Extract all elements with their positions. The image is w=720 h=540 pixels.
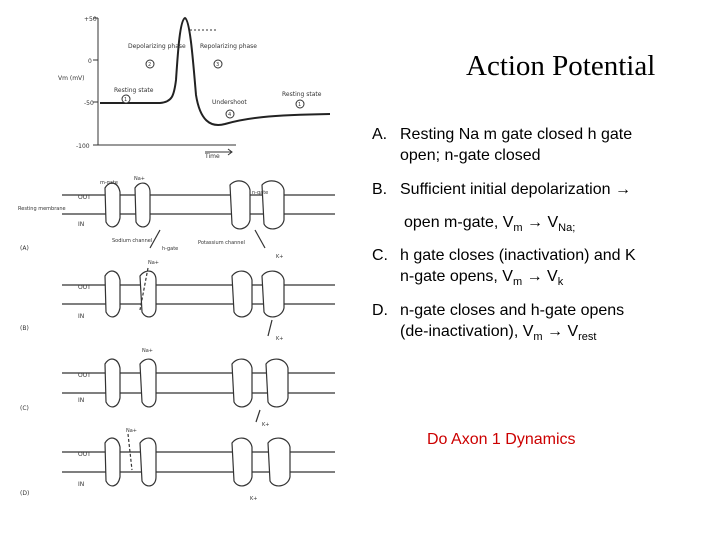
y-tick-label: -100	[76, 143, 90, 150]
subscript: m	[512, 276, 523, 289]
item-label: D.	[372, 302, 388, 319]
out-label: OUT	[78, 194, 91, 201]
y-tick-label: +50	[84, 16, 97, 23]
channel-panel-d	[62, 433, 335, 487]
subscript: m	[533, 331, 543, 344]
in-label: IN	[78, 221, 84, 228]
out-label: OUT	[78, 284, 91, 291]
panel-letter: (B)	[20, 325, 29, 332]
item-line: n-gate opens, V	[400, 268, 513, 285]
graph-labels: +50 0 -50 -100 Vm (mV) Time Resting stat…	[58, 16, 322, 160]
item-line: Sufficient initial depolarization →	[400, 181, 631, 198]
phase-number: 4	[228, 112, 231, 118]
subscript: m	[513, 222, 523, 235]
item-line: open m-gate, V	[404, 214, 514, 231]
phase-number: 2	[148, 62, 151, 68]
h-gate-label: h-gate	[162, 246, 178, 252]
action-potential-curve	[100, 16, 331, 126]
subscript: rest	[578, 331, 597, 344]
item-label: A.	[372, 126, 388, 143]
m-gate-label: m-gate	[100, 180, 118, 186]
k-ion-label: K+	[276, 254, 283, 260]
subscript: k	[557, 276, 564, 289]
arrow-text: → V	[542, 323, 579, 340]
phase-number: 3	[216, 62, 219, 68]
item-label: B.	[372, 181, 388, 198]
x-axis-label: Time	[204, 153, 220, 160]
phase-label: Undershoot	[212, 99, 247, 106]
y-tick-label: -50	[84, 100, 94, 107]
item-line: h gate closes (inactivation) and K	[400, 247, 636, 264]
phase-label: Resting state	[114, 87, 154, 94]
y-axis-label: Vm (mV)	[58, 75, 85, 82]
phase-label: Repolarizing phase	[200, 43, 257, 50]
item-line: n-gate closes and h-gate opens	[400, 302, 625, 319]
na-ion-label: Na+	[148, 260, 159, 266]
in-label: IN	[78, 397, 84, 404]
channel-panel-a	[62, 180, 335, 249]
subscript: Na;	[558, 222, 576, 235]
potassium-channel-label: Potassium channel	[198, 240, 245, 246]
phase-number: 1	[124, 97, 127, 103]
phase-label: Resting state	[282, 91, 322, 98]
resting-membrane-label: Resting membrane	[18, 206, 66, 212]
item-line: (de-inactivation), V	[400, 323, 534, 340]
item-line: Resting Na m gate closed h gate	[400, 126, 633, 143]
panel-labels: (A) (B) (C) (D) OUT IN Resting membrane …	[18, 176, 283, 502]
in-label: IN	[78, 481, 84, 488]
channel-panel-c	[62, 358, 335, 423]
phase-number: 1	[298, 102, 301, 108]
phase-markers: 1 2 3 4 1	[121, 59, 305, 119]
na-ion-label: Na+	[134, 176, 145, 182]
panel-letter: (A)	[20, 245, 29, 252]
item-line: open; n-gate closed	[400, 147, 541, 164]
arrow-text: → V	[522, 214, 559, 231]
k-ion-label: K+	[262, 422, 269, 428]
axon-dynamics-link[interactable]: Do Axon 1 Dynamics	[427, 431, 576, 448]
k-ion-label: K+	[276, 336, 283, 342]
n-gate-label: n-gate	[252, 190, 268, 196]
channel-panel-b	[62, 267, 335, 337]
action-potential-figure: +50 0 -50 -100 Vm (mV) Time Resting stat…	[18, 16, 335, 502]
panel-letter: (D)	[20, 490, 29, 497]
sodium-channel-label: Sodium channel	[112, 238, 152, 244]
in-label: IN	[78, 313, 84, 320]
na-ion-label: Na+	[142, 348, 153, 354]
slide-title: Action Potential	[466, 50, 656, 82]
out-label: OUT	[78, 451, 91, 458]
panel-letter: (C)	[20, 405, 29, 412]
phase-label: Depolarizing phase	[128, 43, 186, 50]
arrow-text: → V	[522, 268, 558, 285]
na-ion-label: Na+	[126, 428, 137, 434]
action-potential-graph	[93, 16, 331, 156]
y-tick-label: 0	[88, 58, 92, 65]
item-label: C.	[372, 247, 388, 264]
k-ion-label: K+	[250, 496, 257, 502]
out-label: OUT	[78, 372, 91, 379]
